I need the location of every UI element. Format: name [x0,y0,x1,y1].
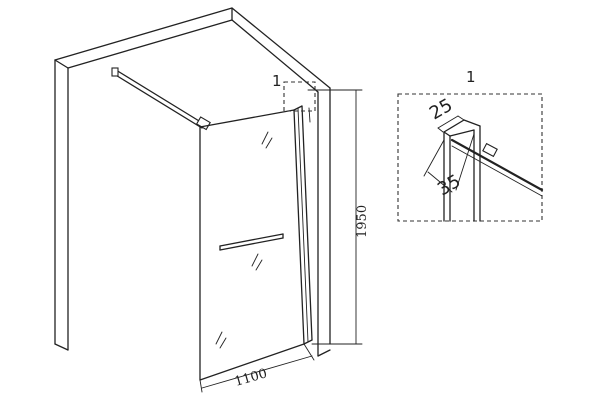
width-dimension [199,343,315,393]
stabilizer-bar [111,67,211,131]
width-label: 1100 [233,366,269,390]
wall [54,7,331,357]
profile-width-label: 35 [434,171,464,201]
detail-marker-label: 1 [272,72,282,90]
detail-box [397,93,543,222]
towel-bar [219,233,284,251]
detail-view [397,93,544,222]
height-label: 1950 [355,205,370,238]
height-dimension [307,89,363,345]
detail-title: 1 [466,68,476,86]
detail-marker-box [283,81,316,112]
